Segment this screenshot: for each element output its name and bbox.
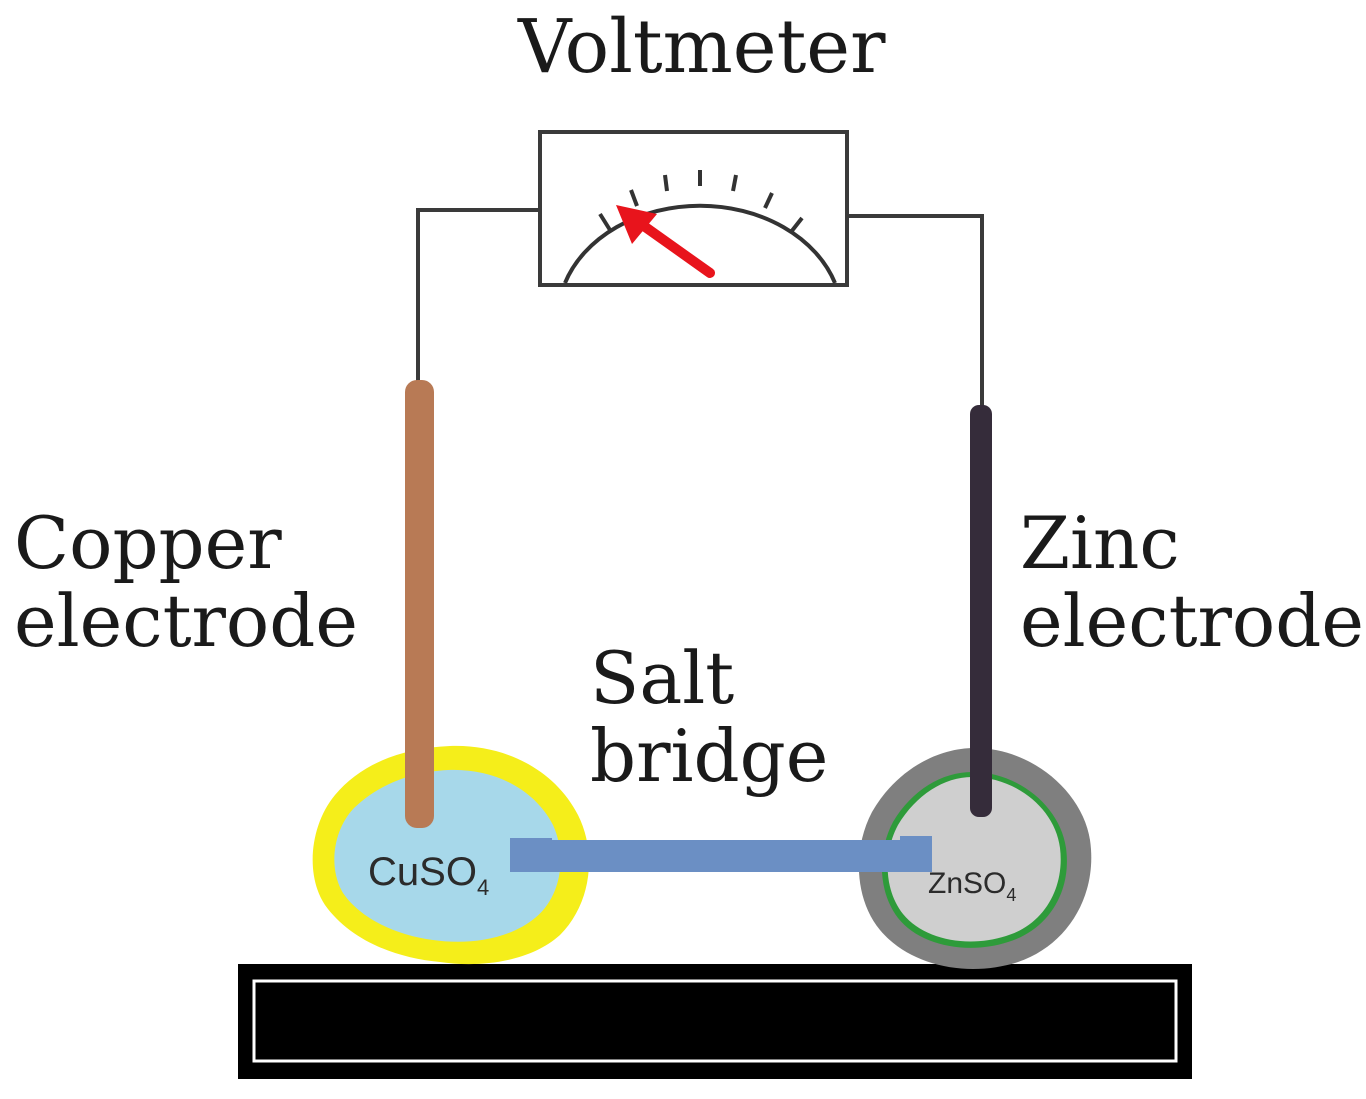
zinc-electrode-label-line1: Zinc [1020, 501, 1180, 585]
znso4-label: ZnSO4 [928, 867, 1016, 905]
znso4-solution [887, 777, 1061, 942]
salt-bridge-label-line1: Salt [590, 636, 735, 720]
voltmeter-needle [616, 205, 715, 278]
copper-electrode-label-line1: Copper [14, 501, 282, 585]
salt-bridge-label: Salt bridge [590, 636, 829, 798]
voltmeter-tick-marks [598, 170, 804, 234]
salt-bridge-label-line2: bridge [590, 713, 829, 798]
copper-electrode-label-line2: electrode [14, 578, 358, 663]
cuso4-solution [334, 769, 561, 942]
znso4-label-base: ZnSO [928, 867, 1006, 900]
zinc-electrode [970, 405, 992, 817]
voltmeter-dial-arc [563, 203, 837, 284]
base-platform [238, 964, 1192, 1079]
copper-electrode [405, 380, 434, 828]
voltmeter [538, 130, 849, 287]
zinc-electrode-label-line2: electrode [1020, 578, 1364, 663]
salt-bridge [510, 836, 932, 872]
zinc-electrode-label: Zinc electrode [1020, 501, 1364, 663]
right-wire [847, 214, 984, 412]
cuso4-label-subscript: 4 [477, 875, 489, 900]
znso4-beaker [858, 748, 1092, 969]
cuso4-label-base: CuSO [368, 850, 477, 894]
cuso4-label: CuSO4 [368, 850, 489, 900]
voltmeter-label-text: Voltmeter [518, 4, 886, 90]
copper-electrode-label: Copper electrode [14, 501, 358, 663]
voltmeter-label: Voltmeter [518, 4, 886, 90]
znso4-label-subscript: 4 [1006, 885, 1016, 905]
left-wire [416, 208, 540, 388]
cuso4-beaker [312, 745, 590, 965]
